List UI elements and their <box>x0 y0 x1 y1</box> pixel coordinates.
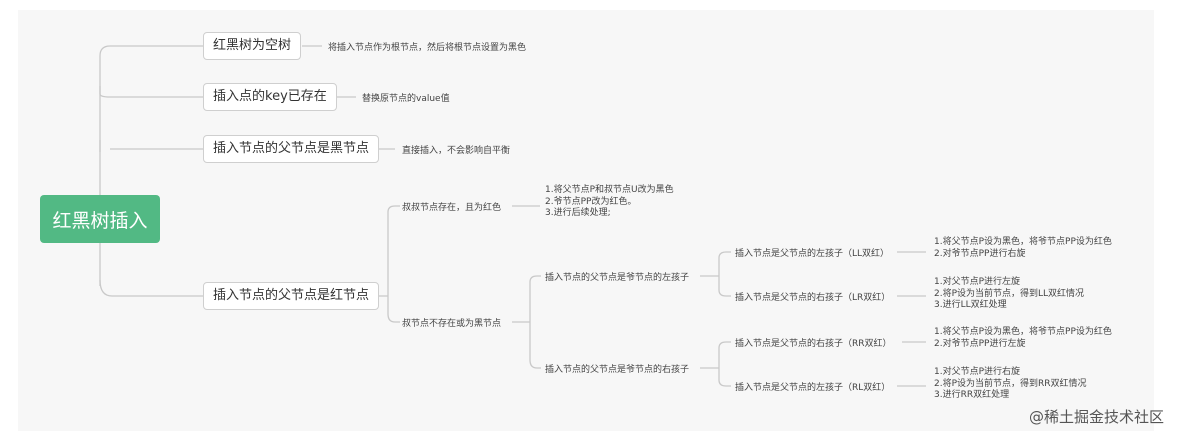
step-text: 1.将父节点P和叔节点U改为黑色 <box>545 185 674 195</box>
step-text: 1.对父节点P进行右旋 <box>934 367 1021 377</box>
case-ll-steps: 1.将父节点P设为黑色，将爷节点PP设为红色 2.对爷节点PP进行右旋 <box>934 237 1112 260</box>
case-ll-label: 插入节点是父节点的左孩子（LL双红） <box>735 249 890 259</box>
case-rr-steps: 1.将父节点P设为黑色，将爷节点PP设为红色 2.对爷节点PP进行左旋 <box>934 327 1112 350</box>
uncle-black-label: 叔节点不存在或为黑节点 <box>402 319 502 329</box>
left-child-label: 插入节点的父节点是爷节点的左孩子 <box>545 273 690 283</box>
step-text: 2.对爷节点PP进行左旋 <box>934 338 1026 349</box>
note-key-exists: 替换原节点的value值 <box>362 94 450 104</box>
step-text: 3.进行LL双红处理 <box>934 300 1007 310</box>
step-text: 1.将父节点P设为黑色，将爷节点PP设为红色 <box>934 327 1112 337</box>
root-node: 红黑树插入 <box>40 195 160 243</box>
note-empty-tree: 将插入节点作为根节点，然后将根节点设置为黑色 <box>328 43 527 53</box>
step-text: 3.进行RR双红处理 <box>934 390 1010 400</box>
branch-parent-red: 插入节点的父节点是红节点 <box>203 282 380 310</box>
case-lr-steps: 1.对父节点P进行左旋 2.将P设为当前节点，得到LL双红情况 3.进行LL双红… <box>934 277 1084 312</box>
step-text: 1.对父节点P进行左旋 <box>934 277 1021 287</box>
step-text: 2.爷节点PP改为红色。 <box>545 196 637 207</box>
mindmap-canvas <box>18 10 1154 431</box>
step-text: 2.将P设为当前节点，得到RR双红情况 <box>934 378 1087 389</box>
branch-empty-tree: 红黑树为空树 <box>203 32 302 60</box>
watermark: @稀土掘金技术社区 <box>1028 408 1164 426</box>
case-rl-label: 插入节点是父节点的左孩子（RL双红） <box>735 383 891 393</box>
uncle-red-steps: 1.将父节点P和叔节点U改为黑色 2.爷节点PP改为红色。 3.进行后续处理; <box>545 185 674 220</box>
case-lr-label: 插入节点是父节点的右孩子（LR双红） <box>735 293 891 303</box>
uncle-red-label: 叔叔节点存在，且为红色 <box>402 203 502 213</box>
step-text: 3.进行后续处理; <box>545 208 611 218</box>
note-parent-black: 直接插入，不会影响自平衡 <box>402 146 511 156</box>
branch-parent-black: 插入节点的父节点是黑节点 <box>203 135 380 163</box>
step-text: 1.将父节点P设为黑色，将爷节点PP设为红色 <box>934 237 1112 247</box>
case-rl-steps: 1.对父节点P进行右旋 2.将P设为当前节点，得到RR双红情况 3.进行RR双红… <box>934 367 1087 402</box>
step-text: 2.对爷节点PP进行右旋 <box>934 248 1026 259</box>
case-rr-label: 插入节点是父节点的右孩子（RR双红） <box>735 339 892 349</box>
branch-key-exists: 插入点的key已存在 <box>203 83 337 111</box>
step-text: 2.将P设为当前节点，得到LL双红情况 <box>934 288 1085 299</box>
right-child-label: 插入节点的父节点是爷节点的右孩子 <box>545 365 690 375</box>
